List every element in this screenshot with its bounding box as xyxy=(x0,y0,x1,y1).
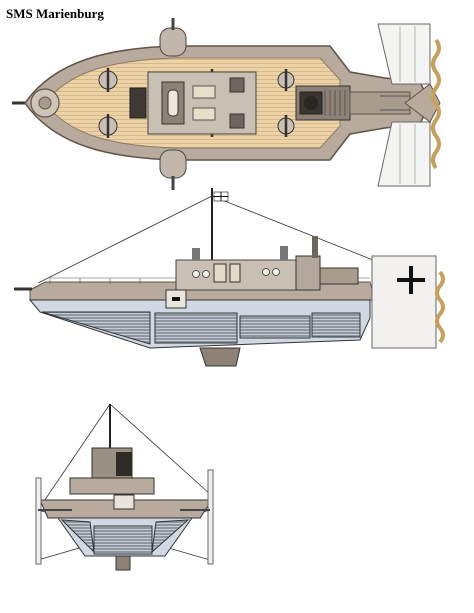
side-view xyxy=(14,188,445,367)
page-title: SMS Marienburg xyxy=(6,6,104,21)
iron-cross-icon xyxy=(397,266,425,294)
front-view xyxy=(35,403,214,571)
top-view xyxy=(12,18,441,190)
